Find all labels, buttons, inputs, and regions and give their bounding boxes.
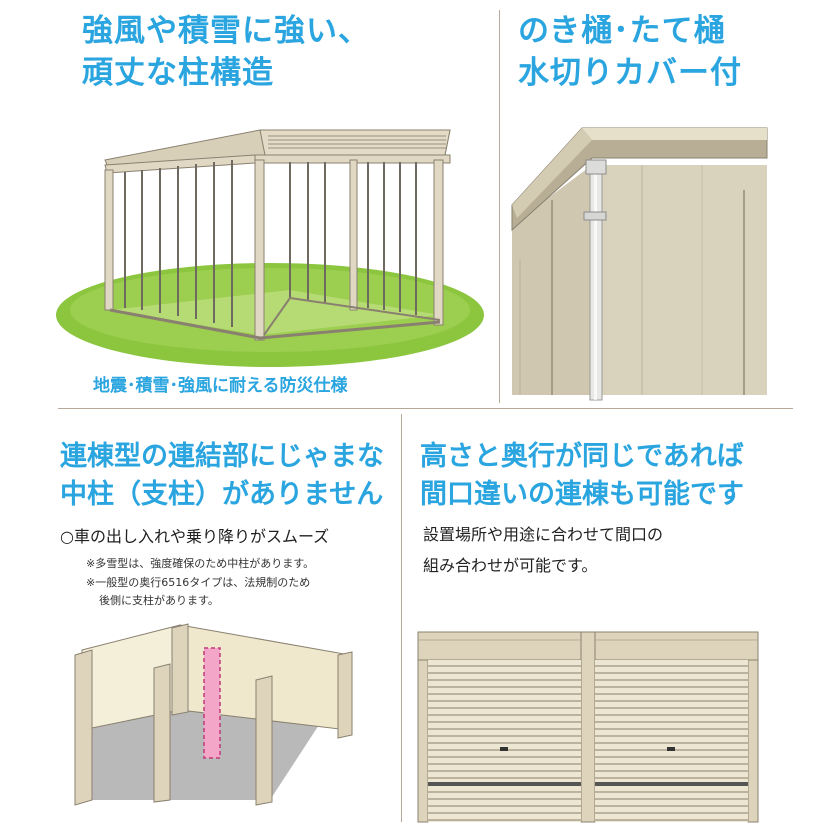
section-top-left-caption: 地震･積雪･強風に耐える防災仕様 <box>93 376 348 396</box>
pillar <box>254 159 265 341</box>
shutter-right <box>595 660 748 822</box>
section-bottom-right-body-2: 組み合わせが可能です。 <box>423 556 598 575</box>
pillar <box>433 159 444 326</box>
section-top-right-heading-2: 水切りカバー付 <box>518 55 742 91</box>
shutter-left <box>428 660 581 822</box>
divider-vertical-bottom <box>401 414 402 822</box>
carport-illustration <box>56 129 484 367</box>
section-bottom-left-bullet: ○車の出し入れや乗り降りがスムーズ <box>60 527 330 546</box>
section-top-left-heading-1: 強風や積雪に強い、 <box>82 13 370 49</box>
section-bottom-left-heading-2: 中柱（支柱）がありません <box>60 479 384 510</box>
pillar <box>255 675 273 806</box>
section-bottom-left-note-3: 後側に支柱があります。 <box>99 594 219 607</box>
pillar <box>349 159 358 311</box>
section-bottom-right-heading-2: 間口違いの連棟も可能です <box>420 479 744 510</box>
pillar-layout-illustration <box>74 623 353 806</box>
pillar <box>104 169 114 311</box>
section-bottom-right-heading-1: 高さと奥行が同じであれば <box>420 441 744 472</box>
section-bottom-left-note-1: ※多雪型は、強度確保のため中柱があります。 <box>86 557 315 570</box>
section-top-left-heading-2: 頑丈な柱構造 <box>82 55 274 91</box>
pillar <box>171 623 189 716</box>
twin-shutter-garage-illustration <box>417 631 759 823</box>
pillar <box>74 649 93 806</box>
pillar <box>153 663 171 803</box>
shutter-lock <box>667 747 675 751</box>
section-bottom-left-note-2: ※一般型の奥行6516タイプは、法規制のため <box>86 576 311 589</box>
divider-vertical-top <box>499 10 500 403</box>
pillar <box>337 651 353 739</box>
section-bottom-left-heading-1: 連棟型の連結部にじゃまな <box>60 441 384 472</box>
section-bottom-right-body-1: 設置場所や用途に合わせて間口の <box>423 525 664 544</box>
middle-pillar-highlight <box>203 647 221 759</box>
section-top-right-heading-1: のき樋･たて樋 <box>518 13 726 49</box>
shutter-lock <box>500 747 508 751</box>
gutter-closeup-illustration <box>511 127 768 401</box>
divider-horizontal <box>58 408 793 409</box>
